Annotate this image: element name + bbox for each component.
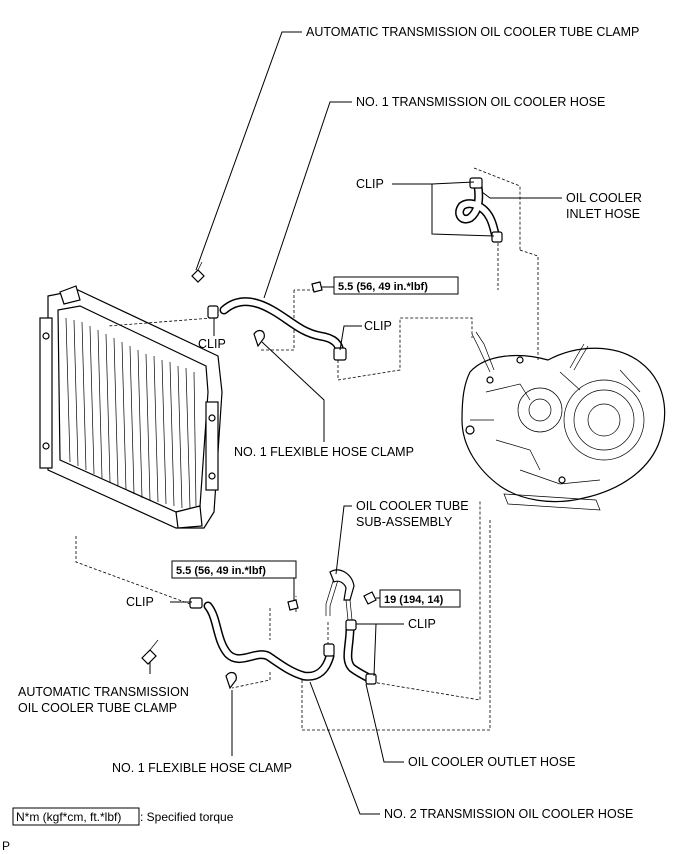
radiator [39,285,223,529]
bolt-tube [363,591,377,605]
label-oil-cooler-tube-sub-assy-2: SUB-ASSEMBLY [356,515,453,529]
torque-box-tube-bolt: 19 (194, 14) [379,589,461,608]
assembly-guide-lines [75,167,539,731]
leader-lines [149,31,562,815]
label-atf-cooler-tube-clamp-top: AUTOMATIC TRANSMISSION OIL COOLER TUBE C… [306,25,639,39]
label-clip-top: CLIP [356,177,384,191]
torque-box-lower-bolt: 5.5 (56, 49 in.*lbf) [171,560,297,579]
clip-left-upper-part [207,305,219,319]
label-no1-flexible-hose-clamp-lower: NO. 1 FLEXIBLE HOSE CLAMP [112,761,292,775]
oil-cooler-outlet-hose-shape [343,623,377,685]
label-no1-flexible-hose-clamp-upper: NO. 1 FLEXIBLE HOSE CLAMP [234,445,414,459]
oil-cooler-inlet-hose-shape [455,181,501,241]
torque-value-tube: 19 (194, 14) [384,594,444,606]
transmission [461,331,666,511]
label-oil-cooler-inlet-hose-2: INLET HOSE [566,207,640,221]
label-clip-mid-right: CLIP [364,319,392,333]
bolt-upper [311,281,323,293]
torque-value-lower: 5.5 (56, 49 in.*lbf) [176,565,266,577]
bolt-lower [287,599,299,611]
no2-transmission-oil-cooler-hose-shape [203,601,335,681]
label-clip-left-lower: CLIP [126,595,154,609]
label-clip-right-lower: CLIP [408,617,436,631]
label-oil-cooler-tube-sub-assy-1: OIL COOLER TUBE [356,499,469,513]
no1-transmission-oil-cooler-hose-shape [219,297,345,359]
clip-right-lower-parts [345,619,377,685]
torque-box-upper-bolt: 5.5 (56, 49 in.*lbf) [322,276,459,295]
legend-unit-box: N*m (kgf*cm, ft.*lbf) [16,810,121,824]
corner-mark: P [2,839,10,853]
flex-clamp-lower [225,671,237,690]
label-oil-cooler-outlet-hose: OIL COOLER OUTLET HOSE [408,755,575,769]
oil-cooler-tube-sub-assembly-shape [325,569,355,621]
flex-clamp-upper [253,329,265,348]
label-no1-trans-oil-cooler-hose: NO. 1 TRANSMISSION OIL COOLER HOSE [356,95,605,109]
label-oil-cooler-inlet-hose-1: OIL COOLER [566,191,642,205]
clip-left-lower-part [189,597,203,609]
label-atf-cooler-tube-clamp-bottom-2: OIL COOLER TUBE CLAMP [18,701,177,715]
legend-description: : Specified torque [140,810,234,824]
label-no2-trans-oil-cooler-hose: NO. 2 TRANSMISSION OIL COOLER HOSE [384,807,633,821]
hose-end-lower [323,643,335,657]
torque-value-upper: 5.5 (56, 49 in.*lbf) [338,281,428,293]
label-atf-cooler-tube-clamp-bottom-1: AUTOMATIC TRANSMISSION [18,685,189,699]
clamp-lower [141,639,159,665]
clip-top-parts [469,177,503,243]
clamp-upper [191,261,205,283]
label-clip-left-upper: CLIP [198,337,226,351]
legend: N*m (kgf*cm, ft.*lbf) : Specified torque [12,807,234,826]
